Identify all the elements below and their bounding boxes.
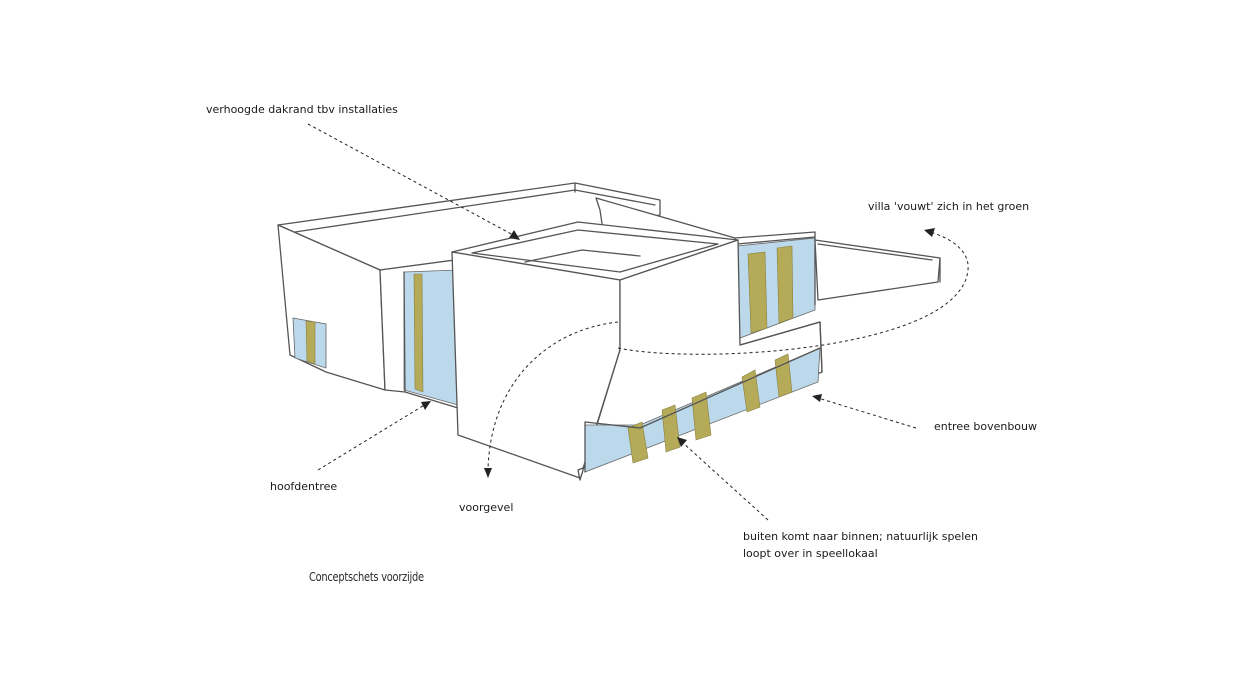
lower-panel-5 — [774, 353, 793, 398]
arrow-inside-outside — [681, 441, 769, 521]
label-front-facade: voorgevel — [459, 501, 514, 514]
entrance-glazing — [403, 269, 459, 406]
entrance-panel — [413, 273, 424, 393]
arrow-villa-fold — [617, 231, 969, 355]
label-main-entrance: hoofdentree — [270, 480, 338, 493]
sketch-caption: Conceptschets voorzijde — [309, 570, 424, 584]
arrow-upper-entrance — [817, 397, 917, 429]
tower-roof-inset — [471, 229, 719, 273]
arrow-main-entrance — [317, 403, 427, 471]
left-window-panel — [305, 320, 316, 365]
label-roof-edge: verhoogde dakrand tbv installaties — [206, 103, 398, 116]
right-wing — [814, 239, 941, 301]
arrow-front-facade — [487, 321, 619, 471]
upper-panel-b — [776, 245, 794, 324]
label-upper-entrance: entree bovenbouw — [934, 420, 1038, 433]
label-inside-outside-1: buiten komt naar binnen; natuurlijk spel… — [743, 530, 978, 543]
upper-panel-a — [747, 251, 768, 334]
left-block-roof-rim — [294, 182, 656, 233]
lower-panel-1 — [627, 421, 649, 464]
upper-glazing — [736, 237, 816, 339]
label-inside-outside-2: loopt over in speellokaal — [743, 547, 878, 560]
label-villa-fold: villa 'vouwt' zich in het groen — [868, 200, 1030, 213]
lower-panel-3 — [691, 391, 712, 441]
